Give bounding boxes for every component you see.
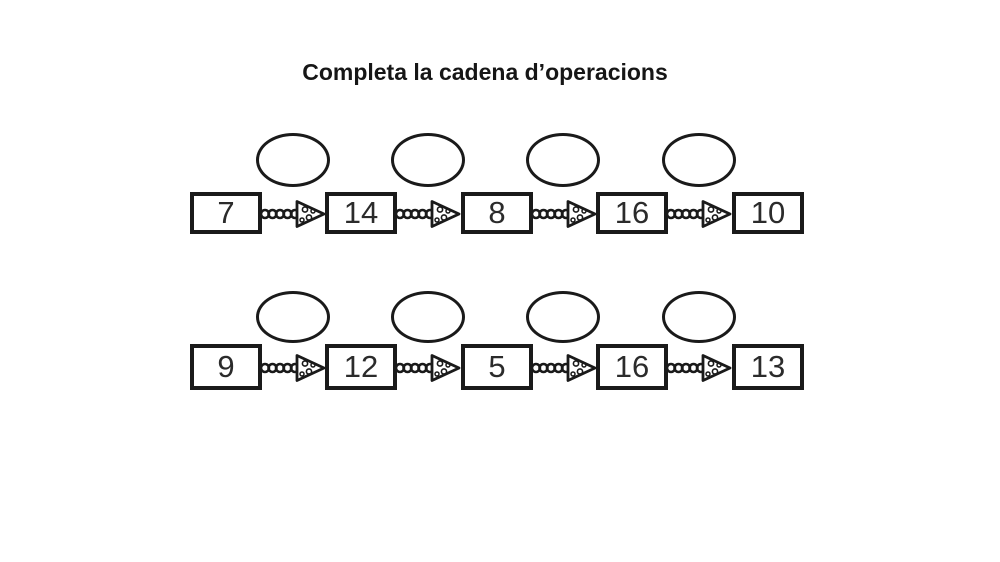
number-box: 8 [461,192,533,234]
chain-arrow-icon [260,350,326,386]
chain-arrow-icon [531,196,597,232]
operation-oval[interactable] [256,291,330,343]
number-value: 13 [750,349,786,384]
chain-arrow-icon [666,350,732,386]
number-box: 14 [325,192,397,234]
operation-oval[interactable] [256,133,330,187]
number-box: 12 [325,344,397,390]
number-box: 16 [596,192,668,234]
chain-arrow-icon [666,196,732,232]
number-value: 8 [488,195,506,230]
chain-arrow-icon [531,350,597,386]
number-box: 9 [190,344,262,390]
operation-oval[interactable] [526,291,600,343]
number-value: 7 [217,195,235,230]
operation-oval[interactable] [526,133,600,187]
chain-arrow-icon [260,196,326,232]
number-value: 12 [343,349,379,384]
chain-arrow-icon [395,196,461,232]
number-value: 14 [343,195,379,230]
number-value: 16 [614,349,650,384]
page-title: Completa la cadena d’operacions [302,59,668,85]
number-value: 10 [750,195,786,230]
chain-arrow-icon [395,350,461,386]
operation-oval[interactable] [391,133,465,187]
number-box: 10 [732,192,804,234]
number-box: 5 [461,344,533,390]
number-box: 7 [190,192,262,234]
number-box: 16 [596,344,668,390]
operation-oval[interactable] [391,291,465,343]
number-box: 13 [732,344,804,390]
operation-oval[interactable] [662,133,736,187]
number-value: 5 [488,349,506,384]
number-value: 16 [614,195,650,230]
number-value: 9 [217,349,235,384]
operation-oval[interactable] [662,291,736,343]
